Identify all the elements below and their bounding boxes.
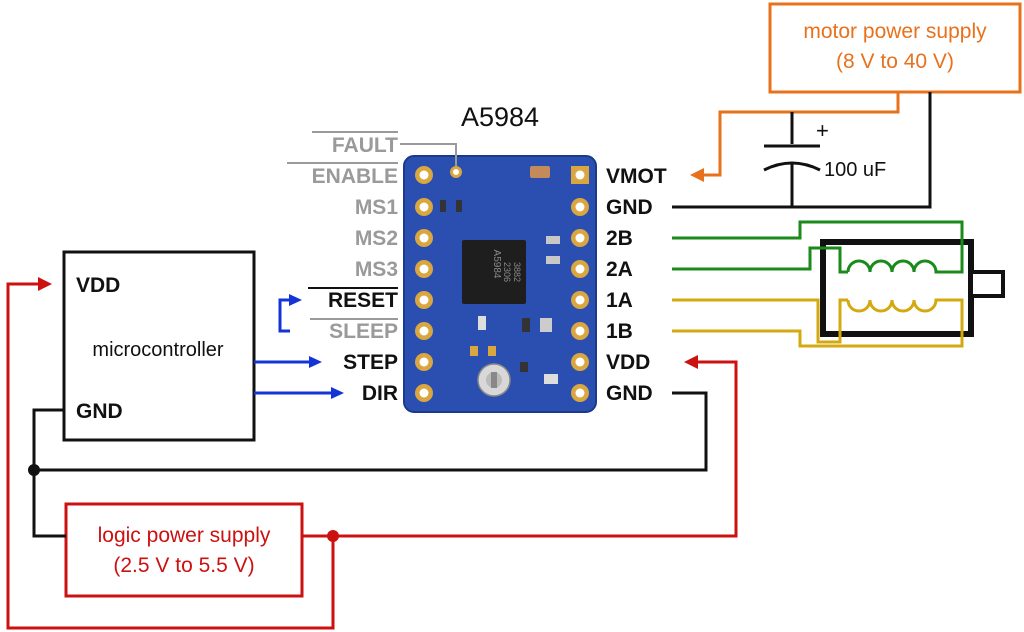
chip-marking-2: 2306 — [502, 262, 512, 282]
pin-vmot-label: VMOT — [606, 165, 667, 188]
mcu-vdd-arrowhead — [38, 277, 52, 291]
mcu-vdd-label: VDD — [76, 274, 120, 297]
pin-1a-label: 1A — [606, 289, 633, 312]
pin-gnd-bottom-label: GND — [606, 382, 653, 405]
pin-step-label: STEP — [343, 351, 398, 374]
step-arrowhead — [309, 356, 322, 368]
logic-supply-title: logic power supply — [98, 524, 271, 547]
pin-gnd-top-label: GND — [606, 196, 653, 219]
capacitor-polarity: + — [816, 118, 829, 143]
pin-ms1-label: MS1 — [355, 196, 399, 219]
coil-2 — [672, 220, 964, 274]
pin-dir-label: DIR — [362, 382, 398, 405]
pin-2a-label: 2A — [606, 258, 633, 281]
left-pin-pads — [415, 166, 433, 402]
dir-arrowhead — [331, 387, 344, 399]
chip-marking-3: 3882 — [512, 262, 522, 282]
pin-vdd-label: VDD — [606, 351, 650, 374]
chip-title: A5984 — [461, 102, 539, 132]
reset-arrowhead — [289, 294, 302, 306]
pin-fault-label: FAULT — [332, 134, 398, 157]
pin-ms2-label: MS2 — [355, 227, 398, 250]
pin-2b-label: 2B — [606, 227, 633, 250]
chip: A5984 2306 3882 — [462, 240, 526, 304]
gnd-junction — [28, 464, 40, 476]
microcontroller: VDD microcontroller GND — [62, 250, 256, 442]
pin-ms3-label: MS3 — [355, 258, 398, 281]
motor-supply-title: motor power supply — [803, 20, 987, 43]
driver-vdd-wire — [302, 360, 738, 538]
mcu-name: microcontroller — [92, 339, 223, 361]
motor-supply-range: (8 V to 40 V) — [836, 50, 954, 73]
reset-sleep-jumper — [278, 298, 290, 333]
logic-supply-range: (2.5 V to 5.5 V) — [113, 554, 254, 577]
driver-vdd-arrowhead — [684, 355, 698, 369]
mcu-vdd-wire — [6, 282, 335, 630]
vmot-wire — [704, 92, 900, 177]
vmot-arrowhead — [690, 168, 704, 182]
motor-gnd-wire — [672, 92, 932, 209]
capacitor: + 100 uF — [763, 112, 886, 207]
chip-marking-1: A5984 — [491, 250, 502, 279]
driver-board: A5984 2306 3882 — [403, 155, 597, 413]
fault-wire — [400, 143, 457, 166]
mcu-gnd-label: GND — [76, 400, 123, 423]
pin-enable-label: ENABLE — [312, 165, 398, 188]
driver-gnd-wire — [34, 391, 708, 472]
logic-power-supply: logic power supply (2.5 V to 5.5 V) — [64, 502, 304, 598]
motor-power-supply: motor power supply (8 V to 40 V) — [768, 2, 1022, 94]
board-small-parts — [440, 166, 560, 397]
coil-1 — [672, 298, 964, 348]
capacitor-value: 100 uF — [824, 159, 886, 181]
stepper-motor — [820, 239, 1005, 337]
right-pin-pads — [571, 166, 589, 402]
pin-1b-label: 1B — [606, 320, 633, 343]
pin-reset-label: RESET — [328, 289, 398, 312]
pin-sleep-label: SLEEP — [329, 320, 398, 343]
